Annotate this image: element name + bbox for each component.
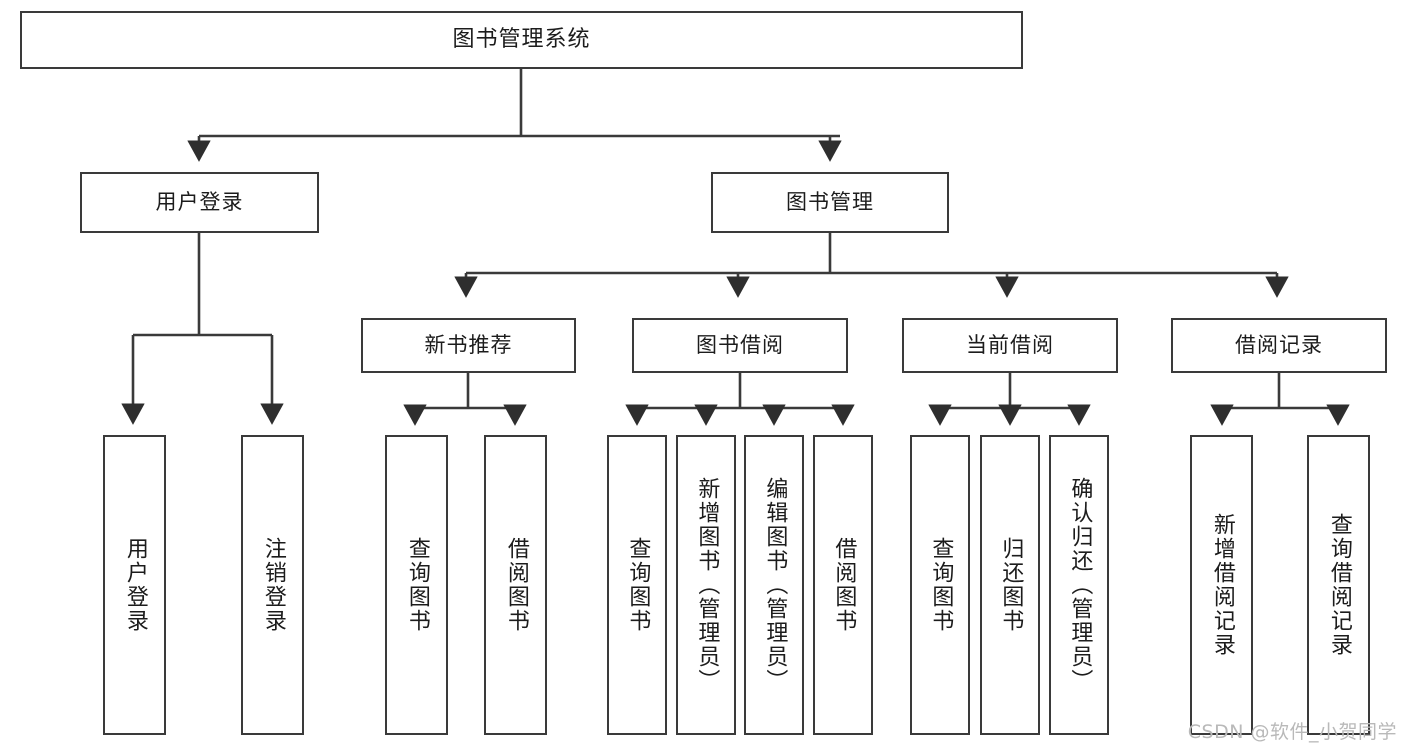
leaf-label: 借阅图书 bbox=[831, 537, 857, 633]
leaf-borrow-book-recommend[interactable]: 借阅图书 bbox=[484, 435, 547, 735]
leaf-return-book[interactable]: 归还图书 bbox=[980, 435, 1040, 735]
leaf-query-book-current[interactable]: 查询图书 bbox=[910, 435, 970, 735]
leaf-label: 新增借阅记录 bbox=[1209, 513, 1235, 657]
leaf-label: 编辑图书（管理员） bbox=[762, 477, 788, 693]
leaf-label: 借阅图书 bbox=[503, 537, 529, 633]
leaf-label: 归还图书 bbox=[998, 537, 1024, 633]
node-book-management[interactable]: 图书管理 bbox=[711, 172, 949, 233]
node-current-borrow[interactable]: 当前借阅 bbox=[902, 318, 1118, 373]
leaf-confirm-return-admin[interactable]: 确认归还（管理员） bbox=[1049, 435, 1109, 735]
leaf-logout[interactable]: 注销登录 bbox=[241, 435, 304, 735]
leaf-query-book-recommend[interactable]: 查询图书 bbox=[385, 435, 448, 735]
leaf-label: 新增图书（管理员） bbox=[694, 477, 720, 693]
leaf-add-borrow-record[interactable]: 新增借阅记录 bbox=[1190, 435, 1253, 735]
csdn-watermark: CSDN @软件_小贺同学 bbox=[1187, 721, 1397, 743]
node-book-borrow[interactable]: 图书借阅 bbox=[632, 318, 848, 373]
leaf-add-book-admin[interactable]: 新增图书（管理员） bbox=[676, 435, 736, 735]
node-borrow-record[interactable]: 借阅记录 bbox=[1171, 318, 1387, 373]
leaf-label: 查询图书 bbox=[404, 537, 430, 633]
node-user-login[interactable]: 用户登录 bbox=[80, 172, 319, 233]
leaf-borrow-book-borrow[interactable]: 借阅图书 bbox=[813, 435, 873, 735]
leaf-label: 查询借阅记录 bbox=[1326, 513, 1352, 657]
leaf-label: 查询图书 bbox=[928, 537, 954, 633]
node-new-book-recommend[interactable]: 新书推荐 bbox=[361, 318, 576, 373]
leaf-edit-book-admin[interactable]: 编辑图书（管理员） bbox=[744, 435, 804, 735]
leaf-query-borrow-record[interactable]: 查询借阅记录 bbox=[1307, 435, 1370, 735]
leaf-label: 注销登录 bbox=[260, 537, 286, 633]
leaf-label: 查询图书 bbox=[625, 537, 651, 633]
leaf-query-book-borrow[interactable]: 查询图书 bbox=[607, 435, 667, 735]
leaf-label: 确认归还（管理员） bbox=[1067, 477, 1093, 693]
node-root-system[interactable]: 图书管理系统 bbox=[20, 11, 1023, 69]
leaf-user-login[interactable]: 用户登录 bbox=[103, 435, 166, 735]
leaf-label: 用户登录 bbox=[122, 537, 148, 633]
